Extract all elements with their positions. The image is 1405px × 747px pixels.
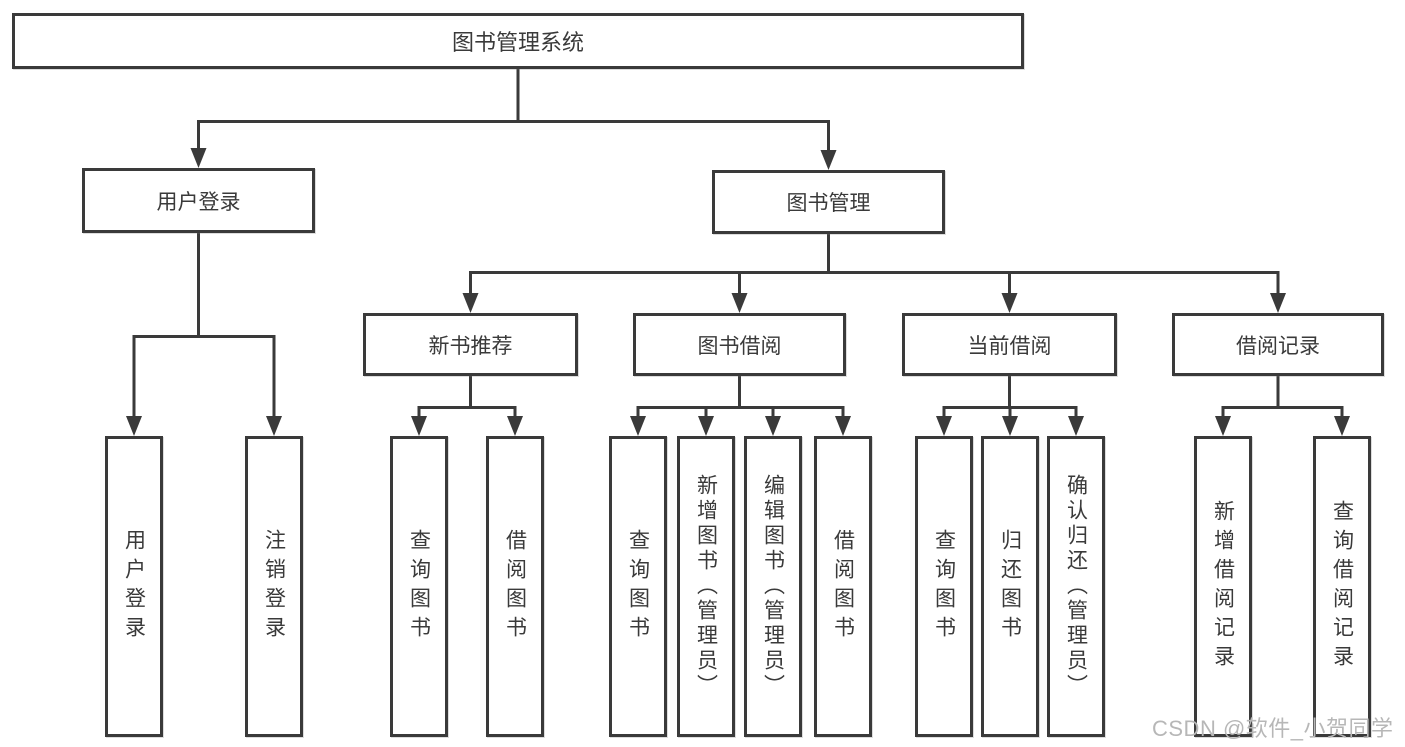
node-user-login-branch-label: 用户登录 bbox=[156, 190, 241, 214]
leaf-borrow-books-borrowing-label: 借阅图书 bbox=[831, 528, 855, 645]
leaf-borrow-books-borrowing: 借阅图书 bbox=[814, 436, 872, 737]
leaf-logout: 注销登录 bbox=[245, 436, 303, 737]
leaf-add-borrow-record: 新增借阅记录 bbox=[1194, 436, 1252, 737]
node-book-borrowing: 图书借阅 bbox=[633, 313, 846, 376]
leaf-query-books-current-label: 查询图书 bbox=[932, 528, 956, 645]
leaf-add-books-admin-label: 新增图书（管理员） bbox=[694, 474, 718, 699]
node-book-borrowing-label: 图书借阅 bbox=[697, 334, 782, 358]
leaf-confirm-return-admin-label: 确认归还（管理员） bbox=[1064, 474, 1088, 699]
leaf-borrow-books-recommend: 借阅图书 bbox=[486, 436, 544, 737]
leaf-add-borrow-record-label: 新增借阅记录 bbox=[1211, 499, 1235, 674]
node-current-borrowing-label: 当前借阅 bbox=[967, 334, 1052, 358]
leaf-return-books: 归还图书 bbox=[981, 436, 1039, 737]
node-user-login-branch: 用户登录 bbox=[82, 168, 315, 233]
leaf-add-books-admin: 新增图书（管理员） bbox=[677, 436, 735, 737]
leaf-logout-label: 注销登录 bbox=[262, 528, 286, 645]
node-new-book-recommendation-label: 新书推荐 bbox=[428, 334, 513, 358]
leaf-edit-books-admin-label: 编辑图书（管理员） bbox=[761, 474, 785, 699]
node-library-system: 图书管理系统 bbox=[12, 13, 1024, 69]
node-book-management: 图书管理 bbox=[712, 170, 945, 234]
node-borrowing-records: 借阅记录 bbox=[1172, 313, 1384, 376]
node-borrowing-records-label: 借阅记录 bbox=[1236, 334, 1320, 358]
leaf-query-books-borrowing: 查询图书 bbox=[609, 436, 667, 737]
leaf-user-login-label: 用户登录 bbox=[122, 528, 146, 645]
csdn-watermark: CSDN @软件_小贺同学 bbox=[1152, 716, 1394, 741]
node-book-management-label: 图书管理 bbox=[786, 192, 871, 215]
node-new-book-recommendation: 新书推荐 bbox=[363, 313, 578, 376]
node-library-system-label: 图书管理系统 bbox=[451, 30, 584, 55]
leaf-query-books-current: 查询图书 bbox=[915, 436, 973, 737]
leaf-edit-books-admin: 编辑图书（管理员） bbox=[744, 436, 802, 737]
leaf-user-login: 用户登录 bbox=[105, 436, 163, 737]
leaf-borrow-books-recommend-label: 借阅图书 bbox=[503, 528, 527, 645]
leaf-query-borrow-record-label: 查询借阅记录 bbox=[1330, 499, 1354, 674]
leaf-return-books-label: 归还图书 bbox=[998, 528, 1022, 645]
leaf-query-books-recommend: 查询图书 bbox=[390, 436, 448, 737]
leaf-query-borrow-record: 查询借阅记录 bbox=[1313, 436, 1371, 737]
leaf-query-books-borrowing-label: 查询图书 bbox=[626, 528, 650, 645]
node-current-borrowing: 当前借阅 bbox=[902, 313, 1117, 376]
leaf-confirm-return-admin: 确认归还（管理员） bbox=[1047, 436, 1105, 737]
leaf-query-books-recommend-label: 查询图书 bbox=[407, 528, 431, 645]
